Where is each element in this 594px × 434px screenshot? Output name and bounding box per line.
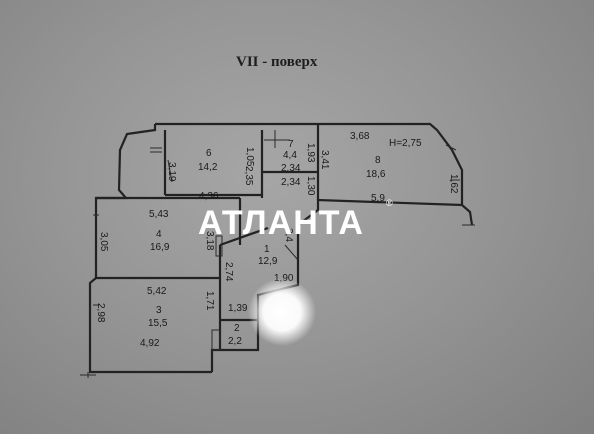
watermark-registered-mark: ® — [386, 198, 393, 208]
dim-label: 5,9 — [371, 193, 385, 204]
dim-label: 4,36 — [199, 191, 219, 202]
dim-label: 3,68 — [350, 131, 370, 142]
room-2-area: 2,2 — [228, 336, 242, 347]
room-8-id: 8 — [375, 155, 381, 166]
dim-label: 3,41 — [319, 150, 330, 170]
dim-label: 3,05 — [98, 232, 109, 252]
ceiling-height: H=2,75 — [389, 138, 422, 149]
room-3-area: 15,5 — [148, 318, 168, 329]
room-2-id: 2 — [234, 323, 240, 334]
room-4-id: 4 — [156, 229, 162, 240]
dim-label: 1,93 — [305, 143, 316, 163]
room-7-area: 4,4 — [283, 150, 297, 161]
light-glare — [248, 278, 316, 346]
room-4-area: 16,9 — [150, 242, 170, 253]
dim-label: 1,62 — [448, 174, 459, 194]
dim-label: 4,92 — [140, 338, 160, 349]
dim-label: 3,4 — [283, 228, 294, 242]
watermark-logo-text: АТЛАНТА — [198, 204, 364, 242]
room-7-id: 7 — [288, 139, 294, 150]
room-6-area: 14,2 — [198, 162, 218, 173]
room-8-area: 18,6 — [366, 169, 386, 180]
dim-label: 2,98 — [95, 303, 106, 323]
dim-label: 2,34 — [281, 163, 301, 174]
dim-label: 2,74 — [223, 262, 234, 282]
window-marks — [93, 144, 460, 351]
room-1-id: 1 — [264, 244, 270, 255]
dim-label: 5,42 — [147, 286, 167, 297]
dim-label: 3,18 — [204, 231, 215, 251]
dim-label: 1,71 — [204, 291, 215, 311]
room-1-area: 12,9 — [258, 256, 278, 267]
room-labels: 6 14,2 7 4,4 8 18,6 4 16,9 1 12,9 3 15,5… — [148, 138, 422, 347]
dim-label: 2,35 — [243, 166, 254, 186]
dim-label: 1,05 — [244, 147, 255, 167]
dim-label: 2,34 — [281, 177, 301, 188]
dim-label: 5,43 — [149, 209, 169, 220]
dim-label: 1,39 — [228, 303, 248, 314]
dim-label: 1,30 — [305, 176, 316, 196]
floor-title: VII - поверх — [236, 54, 318, 70]
dimension-labels-vertical: 1,05 3,19 2,35 1,93 1,30 3,41 1,62 3,05 … — [95, 143, 459, 323]
room-3-id: 3 — [156, 305, 162, 316]
interior-walls — [96, 124, 320, 350]
room-6-id: 6 — [206, 148, 212, 159]
dim-label: 3,19 — [166, 162, 177, 182]
